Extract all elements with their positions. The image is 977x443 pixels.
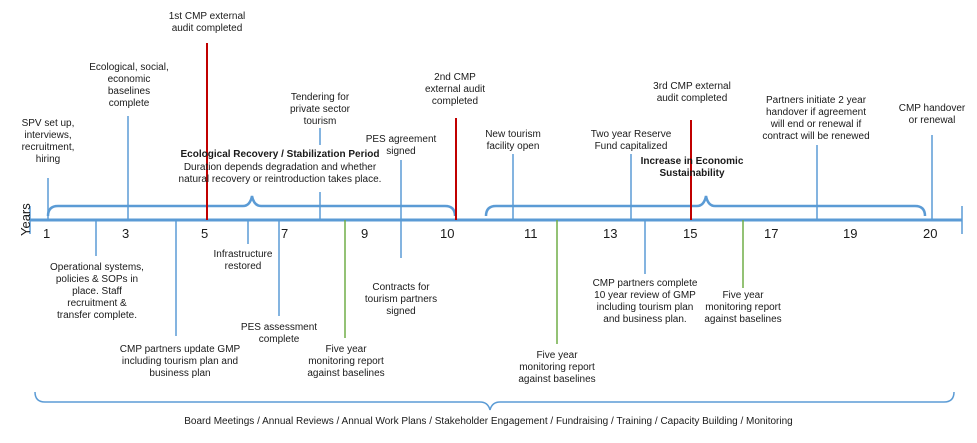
milestone-reserve-fund: Two year Reserve Fund capitalized bbox=[590, 129, 672, 152]
milestone-spv-setup: SPV set up, interviews, recruitment, hir… bbox=[21, 118, 75, 165]
tick-label: 7 bbox=[281, 226, 289, 241]
milestone-tendering: Tendering for private sector tourism bbox=[289, 92, 351, 127]
milestone-infrastructure: Infrastructure restored bbox=[213, 249, 273, 272]
sustainability-bracket bbox=[484, 195, 927, 217]
tick-label: 20 bbox=[923, 226, 938, 241]
milestone-audit2: 2nd CMP external audit completed bbox=[424, 72, 486, 107]
milestone-audit1: 1st CMP external audit completed bbox=[168, 11, 246, 34]
ongoing-activities-footer: Board Meetings / Annual Reviews / Annual… bbox=[184, 416, 793, 427]
milestone-audit3: 3rd CMP external audit completed bbox=[653, 81, 731, 104]
milestone-pes-assessment: PES assessment complete bbox=[240, 322, 318, 345]
tick-label: 13 bbox=[603, 226, 618, 241]
recovery-period-title: Ecological Recovery / Stabilization Peri… bbox=[180, 149, 380, 160]
tick-label: 1 bbox=[43, 226, 51, 241]
sustainability-period-title: Increase in Economic Sustainability bbox=[640, 156, 744, 179]
bottom-brace bbox=[34, 391, 955, 411]
milestone-monitor3: Five year monitoring report against base… bbox=[704, 290, 782, 325]
milestone-handover: CMP handover or renewal bbox=[898, 103, 966, 126]
milestone-review10: CMP partners complete 10 year review of … bbox=[592, 278, 698, 325]
recovery-period-desc: Duration depends degradation and whether… bbox=[178, 162, 382, 185]
tick-label: 10 bbox=[440, 226, 455, 241]
milestone-tourism-open: New tourism facility open bbox=[485, 129, 541, 152]
milestone-baselines: Ecological, social, economic baselines c… bbox=[89, 62, 169, 109]
milestone-monitor1: Five year monitoring report against base… bbox=[307, 344, 385, 379]
tick-label: 9 bbox=[361, 226, 369, 241]
tick-label: 17 bbox=[764, 226, 779, 241]
milestone-contracts: Contracts for tourism partners signed bbox=[364, 282, 438, 317]
milestone-gmp-update: CMP partners update GMP including touris… bbox=[119, 344, 241, 379]
tick-label: 11 bbox=[524, 226, 538, 241]
recovery-bracket bbox=[46, 195, 457, 217]
axis-title: Years bbox=[18, 203, 33, 236]
milestone-ops-systems: Operational systems, policies & SOPs in … bbox=[50, 262, 144, 321]
milestone-pes-agreement: PES agreement signed bbox=[365, 134, 437, 157]
tick-label: 19 bbox=[843, 226, 858, 241]
tick-label: 3 bbox=[122, 226, 130, 241]
milestone-handover-notice: Partners initiate 2 year handover if agr… bbox=[762, 95, 870, 142]
milestone-monitor2: Five year monitoring report against base… bbox=[518, 350, 596, 385]
tick-label: 5 bbox=[201, 226, 209, 241]
tick-label: 15 bbox=[683, 226, 698, 241]
